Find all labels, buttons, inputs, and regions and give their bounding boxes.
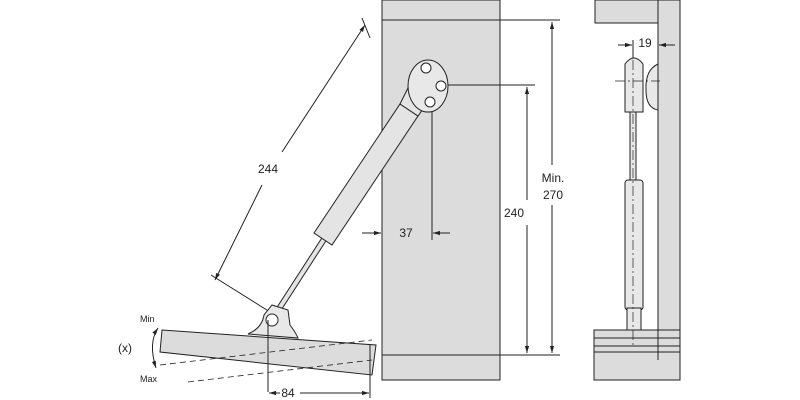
flap-offset-value: 84 xyxy=(281,386,295,400)
max-angle-label: Max xyxy=(140,374,158,384)
dimension-240: 240 xyxy=(504,87,530,353)
side-offset-value: 19 xyxy=(638,36,652,50)
min-angle-label: Min xyxy=(140,314,155,324)
mounting-bracket-front xyxy=(407,59,449,113)
flap-panel xyxy=(159,304,377,398)
mount-height-value: 240 xyxy=(504,206,524,220)
side-view xyxy=(593,0,681,381)
dimension-37: 37 xyxy=(362,226,450,240)
min-height-value: 270 xyxy=(543,188,563,202)
angle-range-label: (x) xyxy=(118,341,132,355)
dimension-min-270: Min. 270 xyxy=(542,22,565,353)
dimension-84: 84 xyxy=(269,386,369,400)
bracket-offset-value: 37 xyxy=(399,226,413,240)
flap-angle-range: Min (x) Max xyxy=(118,314,159,384)
cabinet-panel-front xyxy=(381,0,501,381)
min-label: Min. xyxy=(542,171,565,185)
dimension-19: 19 xyxy=(618,36,675,58)
strut-length-value: 244 xyxy=(258,162,278,176)
dimension-244: 244 xyxy=(210,17,371,313)
